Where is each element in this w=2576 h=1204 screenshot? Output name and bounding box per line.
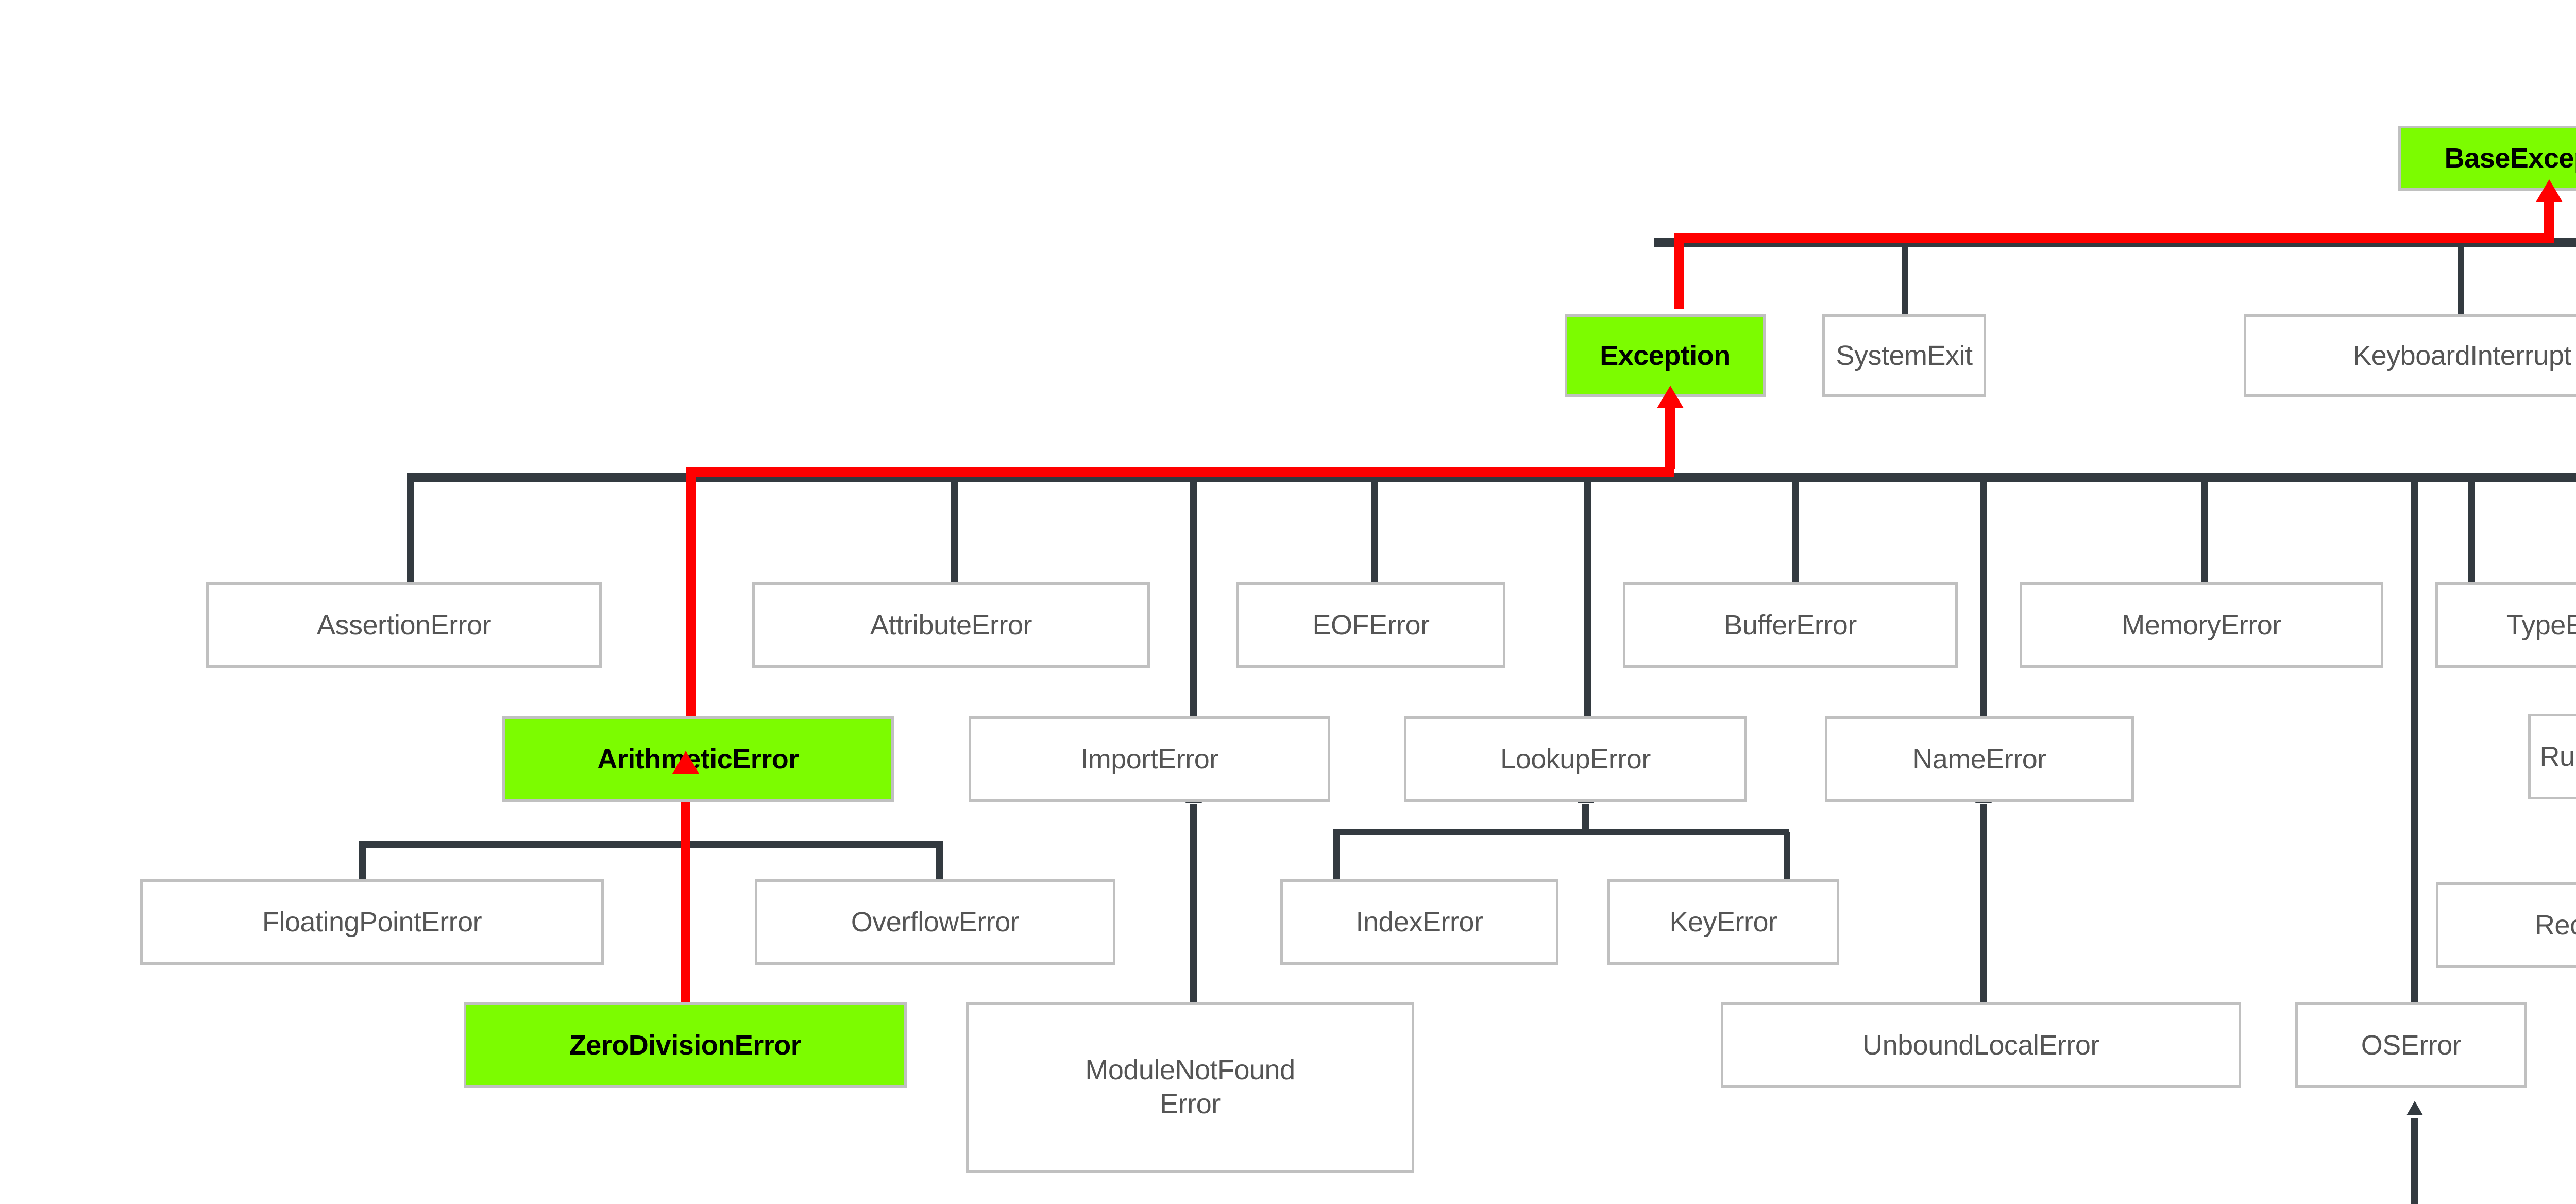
node-label: TypeError <box>2506 609 2576 641</box>
edge-keyboardinterrupt-to-baseexception <box>2458 242 2464 314</box>
edge-indexerror-to-lookuperror <box>1333 832 1340 881</box>
node-name-error[interactable]: NameError <box>1825 716 2134 802</box>
node-label: OverflowError <box>851 906 1020 938</box>
edge-zerodivisionerror-to-arithmeticerror <box>681 772 690 1005</box>
arrowhead-into-exception <box>1657 386 1684 408</box>
node-lookup-error[interactable]: LookupError <box>1404 716 1747 802</box>
edge-arithmeticerror-to-exception-vertical <box>686 477 696 718</box>
arrowhead-into-arithmeticerror <box>672 751 699 774</box>
edge-bus-lookuperror <box>1333 829 1789 835</box>
edge-lookuperror-stem <box>1582 804 1589 832</box>
edge-memoryerror-to-exception <box>2201 477 2208 583</box>
node-label: MemoryError <box>2122 609 2281 641</box>
node-os-error[interactable]: OSError <box>2295 1002 2527 1088</box>
edge-arithmeticerror-to-exception-horizontal <box>686 467 1674 477</box>
node-assertion-error[interactable]: AssertionError <box>206 582 602 668</box>
edge-floatingpointerror-to-arithmeticerror <box>359 844 366 879</box>
arrowhead-into-oserror <box>2406 1101 2423 1115</box>
node-runtime-error[interactable]: RuntimeError <box>2528 714 2576 799</box>
edge-systemexit-to-baseexception <box>1902 242 1908 314</box>
node-label: RecursionError <box>2534 909 2576 941</box>
node-type-error[interactable]: TypeError <box>2435 582 2576 668</box>
node-label: KeyError <box>1669 906 1777 938</box>
node-label: AttributeError <box>870 609 1032 641</box>
node-overflow-error[interactable]: OverflowError <box>755 879 1115 965</box>
node-label: BufferError <box>1724 609 1857 641</box>
node-label: NameError <box>1912 743 2046 775</box>
edge-baseexception-riser <box>2544 201 2554 239</box>
node-recursion-error[interactable]: RecursionError <box>2436 882 2576 968</box>
node-label: BaseException <box>2444 142 2576 174</box>
node-label: RuntimeError <box>2539 741 2576 772</box>
node-memory-error[interactable]: MemoryError <box>2020 582 2383 668</box>
node-index-error[interactable]: IndexError <box>1280 879 1558 965</box>
edge-attributeerror-to-exception <box>951 477 958 583</box>
edge-bus-arithmeticerror <box>359 841 943 848</box>
node-label: ImportError <box>1080 743 1218 775</box>
node-module-not-found-error[interactable]: ModuleNotFound Error <box>966 1002 1414 1173</box>
node-exception[interactable]: Exception <box>1565 314 1766 397</box>
edge-exception-to-baseexception-horizontal <box>1674 233 2554 243</box>
node-eof-error[interactable]: EOFError <box>1236 582 1505 668</box>
edge-overflowerror-to-arithmeticerror <box>936 844 943 879</box>
node-label: OSError <box>2361 1029 2462 1061</box>
node-import-error[interactable]: ImportError <box>969 716 1330 802</box>
edge-assertionerror-to-exception <box>407 477 414 583</box>
node-unbound-local-error[interactable]: UnboundLocalError <box>1721 1002 2241 1088</box>
node-label: AssertionError <box>316 609 492 641</box>
edge-nameerror-to-exception <box>1980 477 1987 716</box>
node-label: KeyboardInterrupt <box>2353 340 2571 371</box>
node-zero-division-error[interactable]: ZeroDivisionError <box>464 1002 907 1088</box>
edge-lookuperror-to-exception <box>1584 477 1591 716</box>
node-label: ModuleNotFound Error <box>1085 1055 1295 1119</box>
node-label: SystemExit <box>1836 340 1973 371</box>
edge-importerror-to-exception <box>1190 477 1197 716</box>
edge-oserror-to-exception <box>2411 477 2418 1002</box>
node-base-exception[interactable]: BaseException <box>2398 126 2576 191</box>
node-key-error[interactable]: KeyError <box>1607 879 1839 965</box>
edge-exception-riser <box>1665 407 1675 469</box>
node-label: FloatingPointError <box>262 906 482 938</box>
edge-unboundlocalerror-to-nameerror <box>1980 804 1987 1005</box>
edge-eoferror-to-exception <box>1371 477 1378 583</box>
node-label: UnboundLocalError <box>1862 1029 2099 1061</box>
node-label: ZeroDivisionError <box>569 1029 802 1061</box>
arrowhead-into-baseexception <box>2536 179 2563 202</box>
edge-modulenotfounderror-to-importerror <box>1190 804 1197 1005</box>
node-arithmetic-error[interactable]: ArithmeticError <box>502 716 894 802</box>
node-attribute-error[interactable]: AttributeError <box>752 582 1150 668</box>
edge-keyerror-to-lookuperror <box>1784 832 1790 881</box>
edge-buffererror-to-exception <box>1792 477 1799 583</box>
node-label: LookupError <box>1500 743 1651 775</box>
edge-exception-to-baseexception-vertical <box>1674 233 1684 309</box>
node-keyboard-interrupt[interactable]: KeyboardInterrupt <box>2244 314 2576 397</box>
edge-typeerror-to-exception <box>2468 477 2475 583</box>
node-label: Exception <box>1600 340 1731 371</box>
edge-oserror-child-stem <box>2411 1118 2418 1204</box>
node-buffer-error[interactable]: BufferError <box>1623 582 1958 668</box>
node-label: EOFError <box>1312 609 1430 641</box>
node-label: IndexError <box>1355 906 1483 938</box>
node-floating-point-error[interactable]: FloatingPointError <box>140 879 604 965</box>
node-system-exit[interactable]: SystemExit <box>1822 314 1986 397</box>
